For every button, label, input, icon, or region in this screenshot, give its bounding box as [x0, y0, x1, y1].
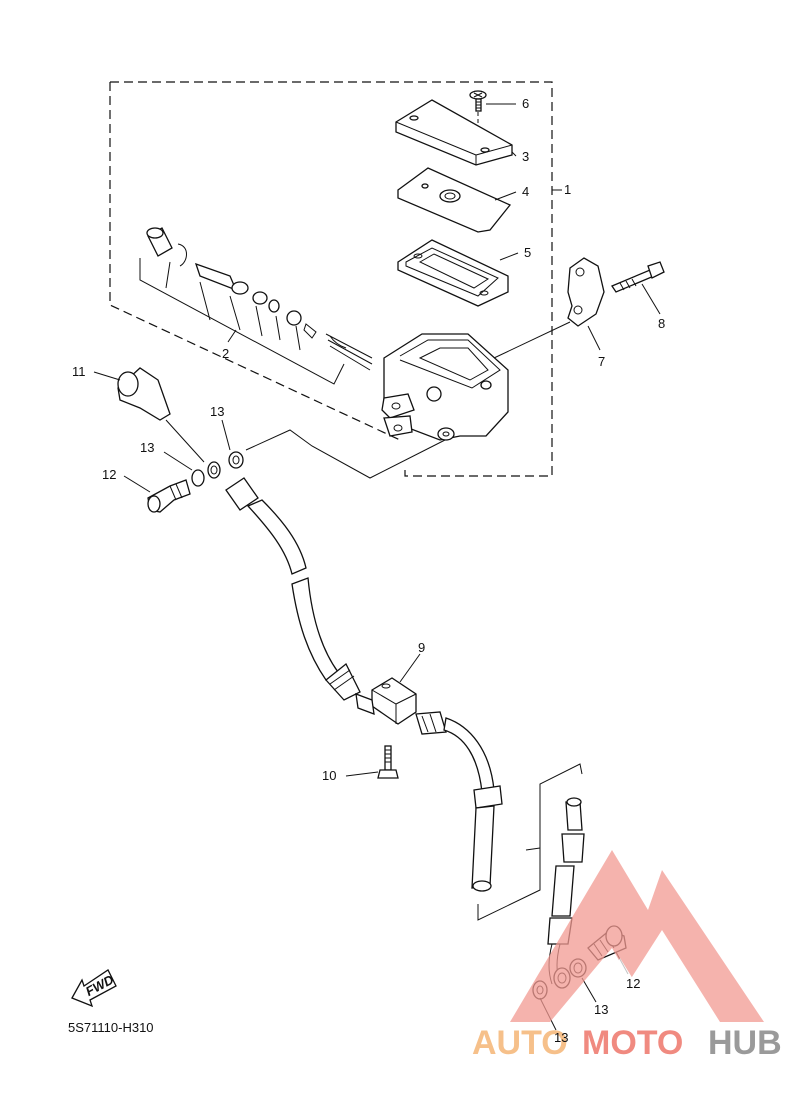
caliper-hose-end [547, 797, 585, 985]
upper-brake-hose [225, 477, 361, 701]
label-part-13-d: 13 [554, 1030, 568, 1045]
master-cylinder-holder [567, 257, 605, 351]
hose-holder [355, 653, 421, 725]
piston-kit [139, 227, 373, 385]
label-part-6: 6 [522, 96, 529, 111]
diaphragm-gasket [397, 239, 519, 307]
label-part-13-b: 13 [140, 440, 154, 455]
label-part-9: 9 [418, 640, 425, 655]
label-part-5: 5 [524, 245, 531, 260]
label-part-1: 1 [564, 182, 571, 197]
assembly-boundary [109, 81, 562, 477]
watermark-text-hub: HUB [708, 1024, 782, 1062]
watermark-triangle-icon [510, 850, 764, 1022]
hose-holder-bolt [345, 745, 399, 779]
diaphragm-plate [397, 167, 517, 233]
label-part-3: 3 [522, 149, 529, 164]
bolt-cap [93, 367, 205, 463]
watermark-text-moto: MOTO [582, 1024, 683, 1062]
upper-union-bolt-group [123, 419, 446, 513]
diagram-code: 5S71110-H310 [68, 1020, 154, 1035]
master-cylinder-body [381, 321, 571, 441]
forward-direction-arrow: FWD [71, 969, 117, 1008]
label-part-7: 7 [598, 354, 605, 369]
label-part-8: 8 [658, 316, 665, 331]
holder-bolt [611, 261, 665, 315]
label-part-2: 2 [222, 346, 229, 361]
label-part-12: 12 [102, 467, 116, 482]
watermark-text-auto: AUTO [472, 1024, 568, 1062]
reservoir-cap [395, 99, 517, 166]
label-part-13: 13 [210, 404, 224, 419]
label-part-10: 10 [322, 768, 336, 783]
label-part-12-b: 12 [626, 976, 640, 991]
label-part-11: 11 [72, 364, 86, 379]
automotohub-watermark [510, 850, 764, 1022]
label-part-4: 4 [522, 184, 529, 199]
label-part-13-c: 13 [594, 1002, 608, 1017]
lower-brake-hose [415, 711, 583, 921]
